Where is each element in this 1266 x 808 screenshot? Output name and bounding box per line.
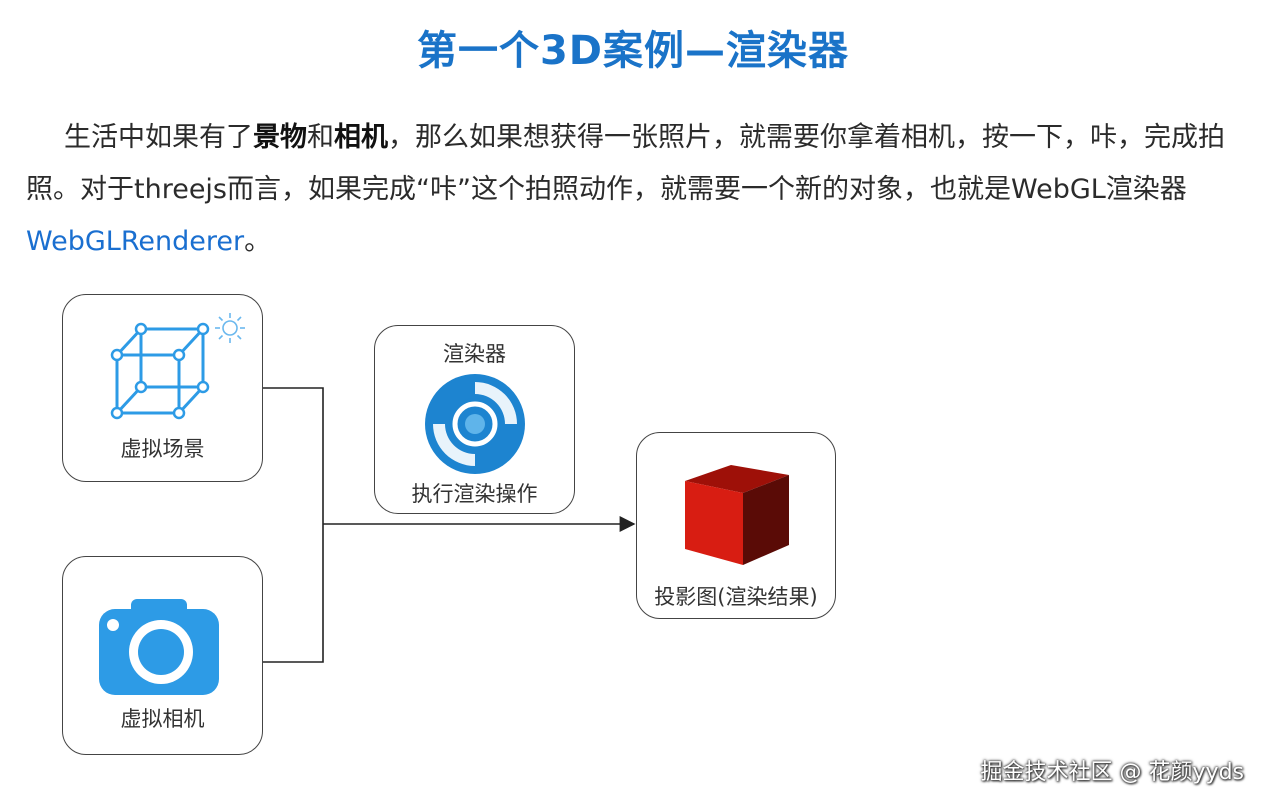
page-title: 第一个3D案例—渲染器	[416, 28, 850, 74]
scene-label: 虚拟场景	[120, 437, 205, 461]
sun-icon	[213, 311, 247, 349]
para-text-2: 和	[307, 122, 334, 153]
renderer-swirl-icon	[423, 372, 527, 480]
intro-paragraph: 生活中如果有了景物和相机，那么如果想获得一张照片，就需要你拿着相机，按一下，咔，…	[26, 112, 1251, 268]
webglrenderer-link[interactable]: WebGLRenderer	[26, 226, 245, 257]
renderer-label: 执行渲染操作	[411, 482, 538, 506]
red-cube-icon	[681, 445, 793, 571]
wireframe-cube-icon	[107, 317, 211, 425]
renderer-box: 渲染器 执行渲染操作	[374, 325, 575, 514]
camera-label: 虚拟相机	[120, 707, 205, 731]
para-bold-camera: 相机	[334, 122, 388, 153]
camera-box: 虚拟相机	[62, 556, 263, 755]
para-text-4: 。	[244, 226, 272, 257]
camera-icon	[97, 597, 221, 701]
result-box: 投影图(渲染结果)	[636, 432, 836, 619]
renderer-title: 渲染器	[443, 342, 506, 366]
scene-box: 虚拟场景	[62, 294, 263, 482]
watermark: 掘金技术社区 @ 花颜yyds	[980, 760, 1244, 785]
para-bold-scene: 景物	[253, 122, 307, 153]
para-text-3: ，那么如果想获得一张照片，就需要你拿着相机，按一下，咔，完成拍照。对于three…	[26, 122, 1225, 205]
para-text-1: 生活中如果有了	[64, 122, 253, 153]
result-label: 投影图(渲染结果)	[654, 585, 818, 609]
